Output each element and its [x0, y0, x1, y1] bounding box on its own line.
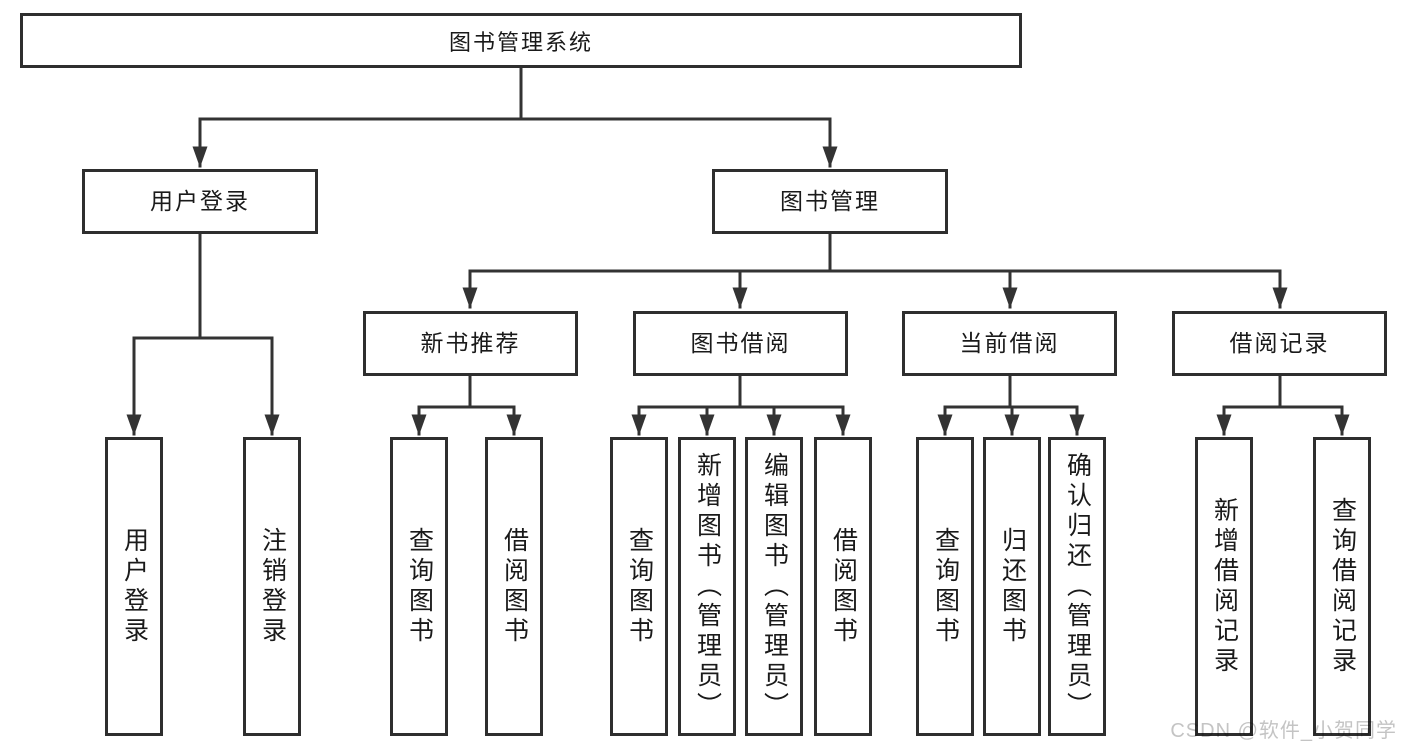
node-user-login: 用户登录 — [82, 169, 318, 234]
leaf-records-add-record: 新增借阅记录 — [1195, 437, 1253, 736]
node-new-book-recommend: 新书推荐 — [363, 311, 578, 376]
leaf-borrow-query-book: 查询图书 — [610, 437, 668, 736]
node-root: 图书管理系统 — [20, 13, 1022, 68]
leaf-borrow-borrow-book: 借阅图书 — [814, 437, 872, 736]
leaf-recommend-borrow-book: 借阅图书 — [485, 437, 543, 736]
leaf-current-query-book: 查询图书 — [916, 437, 974, 736]
leaf-logout: 注销登录 — [243, 437, 301, 736]
node-book-borrow: 图书借阅 — [633, 311, 848, 376]
node-book-management: 图书管理 — [712, 169, 948, 234]
leaf-borrow-add-book: 新增图书（管理员） — [678, 437, 736, 736]
leaf-records-query-record: 查询借阅记录 — [1313, 437, 1371, 736]
leaf-current-return-book: 归还图书 — [983, 437, 1041, 736]
watermark: CSDN @软件_小贺同学 — [1170, 720, 1397, 742]
node-current-borrow: 当前借阅 — [902, 311, 1117, 376]
leaf-recommend-query-book: 查询图书 — [390, 437, 448, 736]
leaf-login: 用户登录 — [105, 437, 163, 736]
leaf-borrow-edit-book: 编辑图书（管理员） — [745, 437, 803, 736]
node-borrow-records: 借阅记录 — [1172, 311, 1387, 376]
leaf-current-confirm-return: 确认归还（管理员） — [1048, 437, 1106, 736]
